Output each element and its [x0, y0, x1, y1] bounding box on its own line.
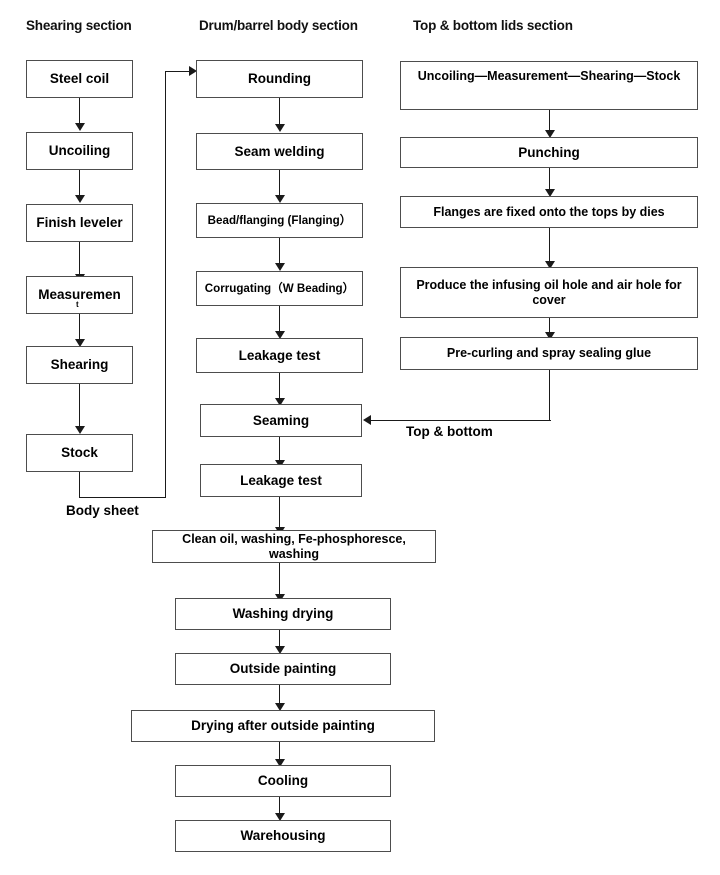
connector-body-sheet-vertical — [165, 71, 166, 498]
connector-measurement-shearing — [79, 314, 80, 339]
arrowhead-rounding — [189, 66, 197, 76]
arrowhead-finish-leveler — [74, 195, 85, 203]
connector-finish-leveler-measurement — [79, 242, 80, 274]
connector-body-sheet-horizontal — [79, 497, 166, 498]
node-warehousing[interactable]: Warehousing — [175, 820, 391, 852]
node-corrugating[interactable]: Corrugating（W Beading） — [196, 271, 363, 306]
node-uncoiling[interactable]: Uncoiling — [26, 132, 133, 170]
connector-bead-flanging-corrugating — [279, 238, 280, 263]
arrowhead-punching — [544, 130, 555, 138]
measurement-overflow-glyph: t — [76, 300, 79, 309]
connector-washing-drying-outside-painting — [279, 630, 280, 646]
connector-outside-painting-drying-after — [279, 685, 280, 703]
node-seaming[interactable]: Seaming — [200, 404, 362, 437]
node-finish-leveler[interactable]: Finish leveler — [26, 204, 133, 242]
arrowhead-seaming — [274, 398, 285, 406]
connector-stock-down — [79, 472, 80, 497]
connector-clean-oil-washing-drying — [279, 563, 280, 594]
connector-body-sheet-into-rounding — [165, 71, 191, 72]
connector-seaming-leakage-test-2 — [279, 437, 280, 460]
section-heading-shearing: Shearing section — [26, 18, 132, 33]
connector-drying-after-cooling — [279, 742, 280, 759]
section-heading-drum-body: Drum/barrel body section — [199, 18, 358, 33]
connector-flanges-produce-holes — [549, 228, 550, 261]
arrowhead-shearing — [74, 339, 85, 347]
node-stock[interactable]: Stock — [26, 434, 133, 472]
arrowhead-uncoiling — [74, 123, 85, 131]
arrowhead-seam-welding — [274, 124, 285, 132]
connector-leakage-test-1-seaming — [279, 373, 280, 398]
arrowhead-bead-flanging — [274, 195, 285, 203]
arrowhead-leakage-test-1 — [274, 331, 285, 339]
arrowhead-warehousing — [274, 813, 285, 821]
connector-seam-welding-bead-flanging — [279, 170, 280, 195]
arrowhead-seaming-from-lids — [363, 415, 371, 425]
arrowhead-flanges — [544, 189, 555, 197]
connector-cooling-warehousing — [279, 797, 280, 813]
node-seam-welding[interactable]: Seam welding — [196, 133, 363, 170]
node-shearing[interactable]: Shearing — [26, 346, 133, 384]
node-lids-uncoiling-measurement-shearing-stock[interactable]: Uncoiling—Measurement—Shearing—Stock — [400, 61, 698, 110]
connector-punching-flanges — [549, 168, 550, 189]
arrowhead-cooling — [274, 759, 285, 767]
node-washing-drying[interactable]: Washing drying — [175, 598, 391, 630]
node-pre-curling[interactable]: Pre-curling and spray sealing glue — [400, 337, 698, 370]
connector-lids-stock-punching — [549, 110, 550, 130]
arrowhead-produce-holes — [544, 261, 555, 269]
node-rounding[interactable]: Rounding — [196, 60, 363, 98]
arrowhead-corrugating — [274, 263, 285, 271]
arrowhead-stock — [74, 426, 85, 434]
arrowhead-outside-painting — [274, 646, 285, 654]
section-heading-lids: Top & bottom lids section — [413, 18, 573, 33]
node-produce-holes[interactable]: Produce the infusing oil hole and air ho… — [400, 267, 698, 318]
edge-label-body-sheet: Body sheet — [66, 503, 139, 518]
node-cooling[interactable]: Cooling — [175, 765, 391, 797]
arrowhead-pre-curling — [544, 332, 555, 340]
node-leakage-test-1[interactable]: Leakage test — [196, 338, 363, 373]
node-clean-oil-washing[interactable]: Clean oil, washing, Fe-phosphoresce, was… — [152, 530, 436, 563]
node-measurement[interactable]: Measuremen — [26, 276, 133, 314]
node-outside-painting[interactable]: Outside painting — [175, 653, 391, 685]
connector-produce-holes-pre-curling — [549, 318, 550, 332]
node-leakage-test-2[interactable]: Leakage test — [200, 464, 362, 497]
connector-corrugating-leakage-test-1 — [279, 306, 280, 331]
connector-uncoiling-finish-leveler — [79, 170, 80, 195]
node-drying-after-outside-painting[interactable]: Drying after outside painting — [131, 710, 435, 742]
node-punching[interactable]: Punching — [400, 137, 698, 168]
connector-shearing-stock — [79, 384, 80, 426]
edge-label-top-and-bottom: Top & bottom — [406, 424, 493, 439]
connector-top-bottom-vertical — [549, 370, 550, 420]
node-flanges-fixed[interactable]: Flanges are fixed onto the tops by dies — [400, 196, 698, 228]
connector-leakage-test-2-clean-oil — [279, 497, 280, 527]
node-bead-flanging[interactable]: Bead/flanging (Flanging） — [196, 203, 363, 238]
connector-steel-coil-uncoiling — [79, 98, 80, 123]
connector-rounding-seam-welding — [279, 98, 280, 124]
node-steel-coil[interactable]: Steel coil — [26, 60, 133, 98]
arrowhead-drying-after-painting — [274, 703, 285, 711]
connector-top-bottom-horizontal — [371, 420, 551, 421]
